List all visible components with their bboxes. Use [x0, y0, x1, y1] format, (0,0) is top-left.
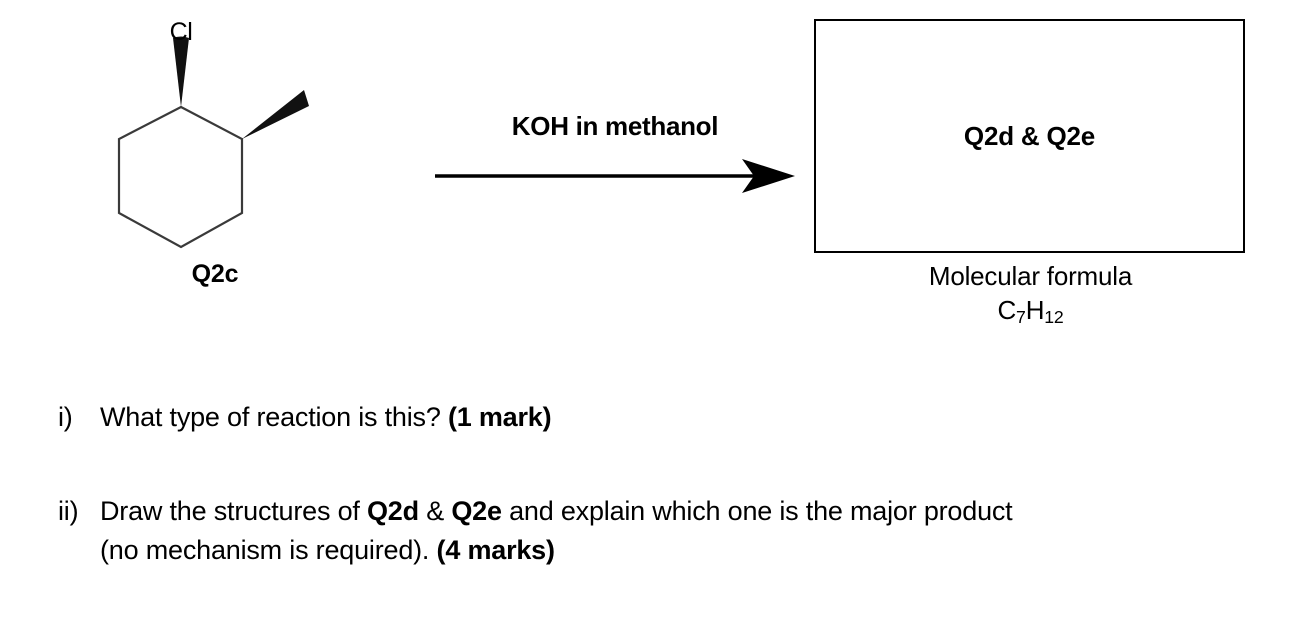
question-item-i: i) What type of reaction is this? (1 mar… — [0, 398, 1290, 436]
molecular-formula-block: Molecular formula C7H12 — [814, 259, 1247, 328]
chloro-wedge-icon — [173, 36, 189, 107]
question-line: What type of reaction is this? (1 mark) — [100, 402, 552, 432]
question-item-ii: ii) Draw the structures of Q2d & Q2e and… — [0, 492, 1290, 569]
question-line: Draw the structures of Q2d & Q2e and exp… — [100, 496, 1013, 527]
reaction-arrow-right-icon — [435, 159, 795, 193]
reaction-conditions-label: KOH in methanol — [511, 111, 719, 141]
methyl-wedge-icon — [242, 90, 309, 139]
ring-bonds — [117, 105, 244, 249]
questions-list: i) What type of reaction is this? (1 mar… — [0, 398, 1290, 569]
question-line: (no mechanism is required). (4 marks) — [100, 534, 555, 565]
question-text: What type of reaction is this? (1 mark) — [58, 398, 1290, 436]
cyclohexane-skeleton-icon — [117, 36, 309, 249]
question-marker: ii) — [58, 496, 79, 527]
product-box-label: Q2d & Q2e — [963, 121, 1096, 151]
reaction-arrow-group: KOH in methanol — [430, 110, 810, 200]
molecular-formula-caption: Molecular formula — [928, 261, 1133, 291]
reactant-label: Q2c — [191, 260, 239, 288]
question-text: Draw the structures of Q2d & Q2e and exp… — [58, 492, 1290, 569]
reaction-scheme: Cl Q2c KOH in methanol Q2d & Q2e Molecul… — [80, 10, 1247, 328]
product-answer-box[interactable]: Q2d & Q2e — [814, 19, 1245, 253]
chlorine-atom-label: Cl — [169, 18, 193, 46]
question-marker: i) — [58, 402, 73, 432]
reactant-structure: Cl — [80, 10, 360, 270]
molecular-formula-value: C7H12 — [997, 295, 1064, 328]
